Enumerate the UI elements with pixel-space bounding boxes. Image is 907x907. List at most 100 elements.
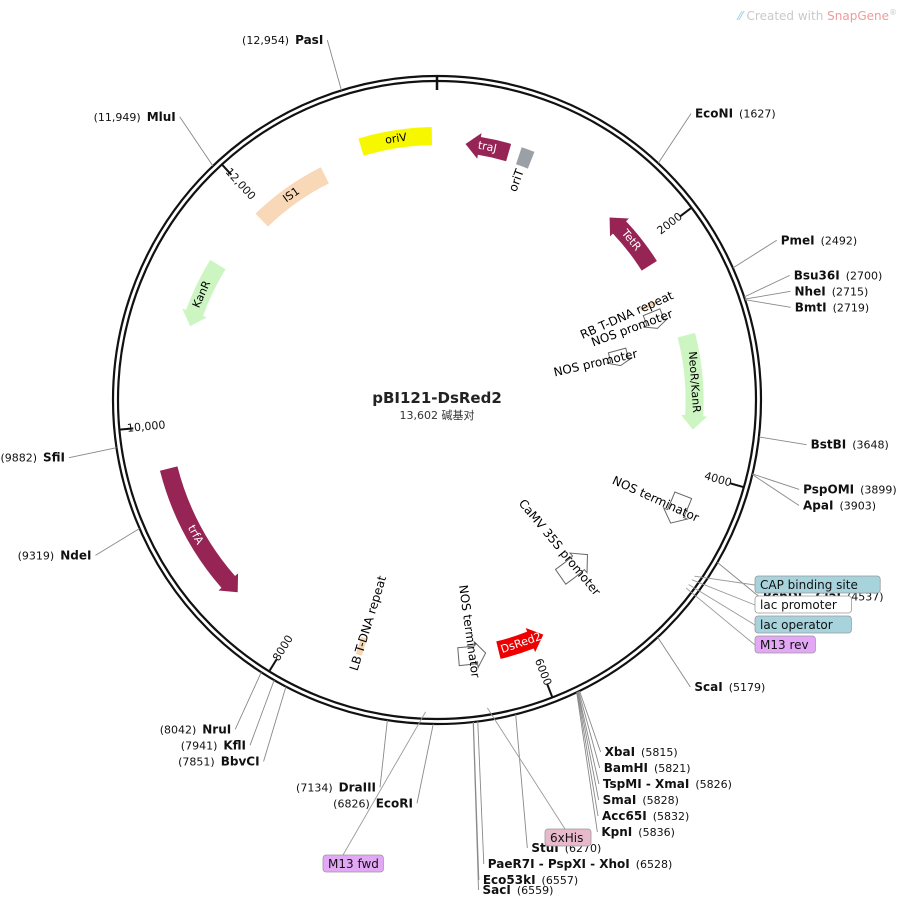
feature-kanr-arrow-14 — [182, 259, 226, 327]
site-leader-scai — [657, 636, 691, 688]
box-text-6xhis: 6xHis — [550, 831, 583, 845]
site-leader-sfii — [68, 447, 117, 459]
site-name-nrui: NruI — [202, 722, 231, 736]
site-name-sfii: SfiI — [43, 451, 65, 465]
site-name-bbvci: BbvCI — [221, 754, 260, 768]
tick-mark-2000 — [679, 206, 693, 217]
site-leader-ndei — [95, 528, 140, 556]
tick-label-12000: 12,000 — [223, 165, 259, 202]
site-eco53ki: Eco53kI(6557) — [483, 873, 578, 887]
site-sfii: (9882) SfiI — [0, 451, 65, 465]
site-nrui: (8042) NruI — [160, 722, 232, 736]
box-leader-lac-operator — [688, 584, 756, 626]
site-name-pspomi: PspOMI — [803, 482, 854, 496]
site-pspomi: PspOMI (3899) — [803, 482, 897, 496]
site-bmti: BmtI (2719) — [795, 300, 869, 314]
snapgene-watermark: ⁄⁄Created with SnapGene® — [739, 8, 897, 23]
site-saci: SacI(6559) — [482, 883, 553, 897]
plasmid-size: 13,602 碱基对 — [400, 408, 475, 422]
site-position-pasi: (12,954) — [242, 34, 289, 47]
site-leader-smai — [577, 691, 600, 801]
box-leader-cap-binding-site — [694, 575, 756, 586]
site-position-econi: (1627) — [739, 108, 776, 121]
site-position-nhei: (2715) — [832, 285, 869, 298]
site-leader-nhei — [744, 290, 791, 300]
site-position-pspomi: (3899) — [860, 483, 897, 496]
tick-mark-10000 — [119, 427, 134, 431]
feature-traj-arrow-1 — [465, 133, 512, 162]
feature-traj-label-1: traJ — [477, 139, 498, 155]
site-position-saci: (6559) — [517, 884, 554, 897]
site-name-eco53ki: Eco53kI — [483, 873, 536, 887]
site-name-xbai: XbaI — [605, 745, 635, 759]
tick-label-6000: 6000 — [532, 657, 554, 688]
tick-mark-6000 — [546, 683, 554, 698]
site-leader-bstbi — [758, 436, 807, 446]
feature-oriv-arrow-0 — [358, 127, 433, 156]
site-leader-saci — [472, 721, 479, 891]
box-text-lac-promoter: lac promoter — [760, 598, 837, 612]
site-name-acc65i: Acc65I — [602, 809, 647, 823]
tick-mark-8000 — [268, 658, 278, 672]
site-nhei: NheI (2715) — [795, 284, 869, 298]
site-position-sfii: (9882) — [0, 452, 37, 465]
box-m13-fwd — [322, 854, 384, 873]
site-name-ecori: EcoRI — [376, 796, 413, 810]
backbone — [111, 74, 763, 726]
site-position-kfli: (7941) — [181, 739, 218, 752]
site-name-smai: SmaI — [603, 793, 637, 807]
box-cap-binding-site — [754, 575, 881, 594]
site-pasi: (12,954) PasI — [242, 33, 323, 47]
site-name-pasi: PasI — [295, 33, 323, 47]
site-name-ndei: NdeI — [60, 548, 91, 562]
site-leader-bbvci — [263, 686, 287, 762]
site-leader-econi — [657, 113, 692, 164]
site-acc65i: Acc65I(5832) — [602, 809, 689, 823]
site-leader-kfli — [249, 679, 275, 746]
site-position-ecori: (6826) — [333, 797, 370, 810]
box-text-cap-binding-site: CAP binding site — [760, 578, 858, 592]
site-name-tspmi-xmai: TspMI - XmaI — [603, 777, 689, 791]
site-leader-nrui — [234, 672, 262, 730]
box-m13-rev — [754, 635, 816, 654]
site-name-paer7i-pspxi-xhoi: PaeR7I - PspXI - XhoI — [488, 857, 630, 871]
site-xbai: XbaI(5815) — [605, 745, 678, 759]
site-econi: EcoNI(1627) — [695, 107, 776, 121]
site-tspmi-xmai: TspMI - XmaI(5826) — [603, 777, 732, 791]
feature-nos-promoter-arrow-5 — [642, 308, 669, 329]
site-name-kfli: KflI — [223, 738, 246, 752]
site-leader-kpni — [576, 692, 598, 833]
site-name-bamhi: BamHI — [604, 761, 648, 775]
feature-nos-promoter-arrow-6 — [606, 347, 633, 367]
site-bstbi: BstBI(3648) — [811, 438, 889, 452]
site-ecori: (6826) EcoRI — [333, 796, 413, 810]
box-6xhis — [544, 828, 592, 847]
site-kpni: KpnI(5836) — [601, 825, 674, 839]
site-position-nrui: (8042) — [160, 723, 197, 736]
feature-camv-35s-promoter-arrow-9 — [554, 552, 588, 585]
site-leader-apai — [752, 474, 800, 506]
site-position-bmti: (2719) — [833, 301, 870, 314]
watermark-brand: SnapGene — [827, 9, 889, 23]
site-name-pmei: PmeI — [781, 233, 815, 247]
site-position-pmei: (2492) — [821, 234, 858, 247]
box-leader-m13-rev — [685, 587, 756, 646]
site-leader-tspmi-xmai — [577, 691, 600, 785]
site-position-draiii: (7134) — [296, 781, 333, 794]
box-text-lac-operator: lac operator — [760, 618, 833, 632]
tick-mark-12000 — [221, 163, 233, 176]
feature-lb-t-dna-repeat-label-12: LB T-DNA repeat — [347, 574, 389, 673]
site-position-bspdi-clai: (4537) — [847, 590, 884, 603]
site-name-kpni: KpnI — [601, 825, 632, 839]
tick-label-4000: 4000 — [703, 469, 733, 489]
site-position-bbvci: (7851) — [178, 755, 215, 768]
site-name-nhei: NheI — [795, 284, 826, 298]
site-position-apai: (3903) — [839, 499, 876, 512]
site-name-mlui: MluI — [147, 110, 176, 124]
site-position-bstbi: (3648) — [852, 439, 889, 452]
site-name-bmti: BmtI — [795, 300, 827, 314]
box-leader-lac-promoter — [691, 579, 756, 606]
feature-lb-t-dna-repeat-arrow-12 — [355, 636, 367, 656]
